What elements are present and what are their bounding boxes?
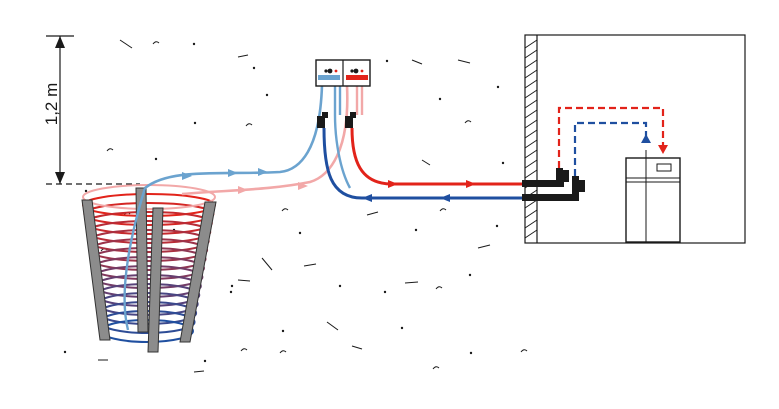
- collector-posts: [81, 187, 217, 353]
- distributor-manifold-icon: [315, 59, 371, 87]
- collector-lines: [144, 84, 364, 196]
- flow-arrow-icon: [182, 168, 308, 194]
- collector-riser-cold: [123, 187, 147, 331]
- indoor-connection: [557, 106, 668, 176]
- flow-arrow-icon: [362, 180, 476, 202]
- heat-pump-icon: [625, 150, 681, 243]
- ground-speckle-icon: [63, 39, 528, 373]
- wall-hatch-icon: [524, 39, 538, 239]
- valve-icon: [317, 112, 356, 128]
- wall-penetration: [522, 168, 585, 201]
- depth-dimension: [46, 35, 140, 185]
